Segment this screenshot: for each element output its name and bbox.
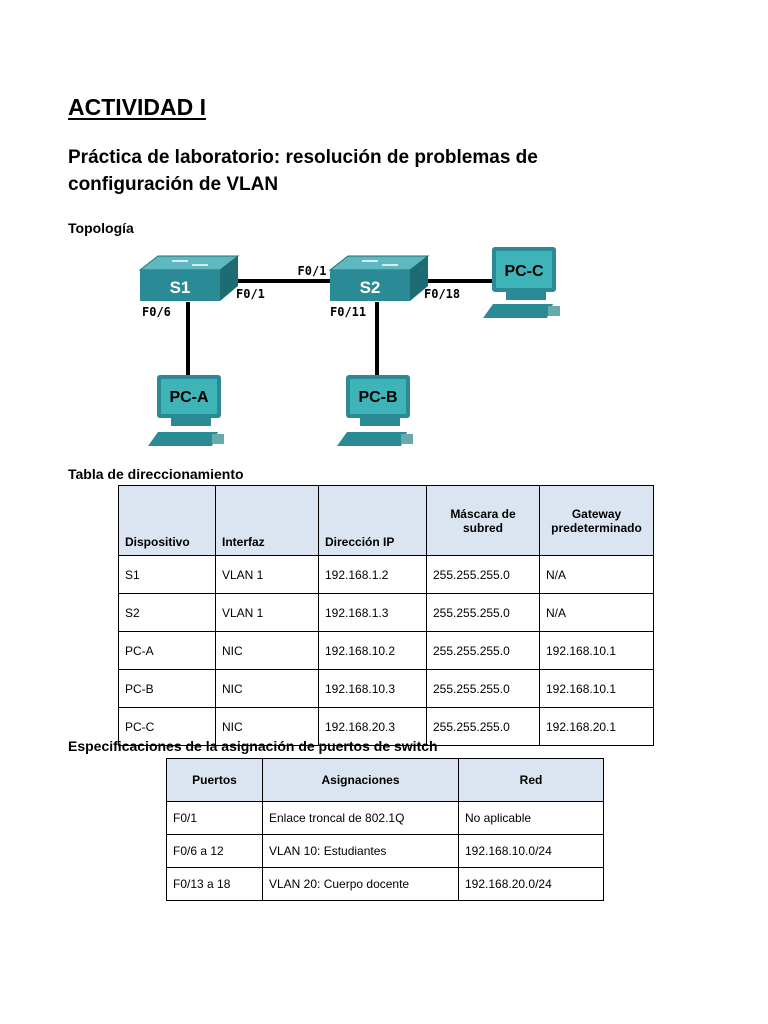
port-label-s2-f018: F0/18 [424,287,460,301]
pc-b-label: PC-B [358,389,397,406]
table-header-row: Puertos Asignaciones Red [166,758,604,802]
switch-s1-label: S1 [170,278,191,297]
table-cell: S2 [118,593,216,632]
table-cell: N/A [539,593,654,632]
table-cell: PC-A [118,631,216,670]
ports-heading: Especificaciones de la asignación de pue… [68,738,438,754]
table-cell: 255.255.255.0 [426,707,540,746]
table-cell: No aplicable [458,801,604,835]
pc-a-label: PC-A [169,389,209,406]
column-header: Máscara de subred [426,485,540,556]
table-cell: 255.255.255.0 [426,669,540,708]
column-header: Gateway predeterminado [539,485,654,556]
pc-b-icon: PC-B [337,375,413,446]
port-label-s1-f06: F0/6 [142,305,171,319]
column-header: Asignaciones [262,758,459,802]
table-cell: 192.168.20.3 [318,707,427,746]
table-cell: Enlace troncal de 802.1Q [262,801,459,835]
port-label-s1-f01: F0/1 [236,287,265,301]
table-cell: NIC [215,707,319,746]
column-header: Red [458,758,604,802]
table-header-row: Dispositivo Interfaz Dirección IP Máscar… [118,485,654,556]
table-cell: 192.168.20.0/24 [458,867,604,901]
table-cell: 255.255.255.0 [426,555,540,594]
pc-c-icon: PC-C [483,247,560,318]
column-header: Dispositivo [118,485,216,556]
lab-title: Práctica de laboratorio: resolución de p… [68,147,538,195]
table-cell: S1 [118,555,216,594]
table-cell: VLAN 1 [215,593,319,632]
table-row: PC-C NIC 192.168.20.3 255.255.255.0 192.… [118,707,654,746]
table-row: S2 VLAN 1 192.168.1.3 255.255.255.0 N/A [118,593,654,632]
table-cell: 192.168.1.2 [318,555,427,594]
pc-c-label: PC-C [504,263,544,280]
table-cell: 192.168.10.3 [318,669,427,708]
table-cell: N/A [539,555,654,594]
table-row: PC-A NIC 192.168.10.2 255.255.255.0 192.… [118,631,654,670]
column-header: Dirección IP [318,485,427,556]
page-title: ACTIVIDAD I [68,94,206,120]
table-cell: PC-B [118,669,216,708]
topology-diagram: S1 S2 PC-A PC-B PC-C F0/1 F0/1 [138,247,560,446]
switch-s1-icon: S1 [138,255,240,301]
table-cell: PC-C [118,707,216,746]
addressing-heading: Tabla de direccionamiento [68,466,244,482]
table-cell: 192.168.10.1 [539,669,654,708]
table-cell: NIC [215,669,319,708]
table-cell: 192.168.10.1 [539,631,654,670]
table-cell: 192.168.10.0/24 [458,834,604,868]
column-header: Interfaz [215,485,319,556]
table-cell: 192.168.20.1 [539,707,654,746]
port-label-s2-f011: F0/11 [330,305,366,319]
table-cell: VLAN 1 [215,555,319,594]
table-cell: 192.168.1.3 [318,593,427,632]
switch-s2-icon: S2 [328,255,430,301]
switch-s2-label: S2 [360,278,381,297]
table-row: F0/6 a 12 VLAN 10: Estudiantes 192.168.1… [166,834,604,868]
port-label-s2-f01: F0/1 [298,264,327,278]
table-row: F0/1 Enlace troncal de 802.1Q No aplicab… [166,801,604,835]
port-assignment-table: Puertos Asignaciones Red F0/1 Enlace tro… [166,758,604,901]
addressing-table: Dispositivo Interfaz Dirección IP Máscar… [118,485,654,746]
table-cell: 192.168.10.2 [318,631,427,670]
table-cell: NIC [215,631,319,670]
pc-a-icon: PC-A [148,375,224,446]
table-cell: F0/6 a 12 [166,834,263,868]
table-cell: VLAN 20: Cuerpo docente [262,867,459,901]
table-row: PC-B NIC 192.168.10.3 255.255.255.0 192.… [118,669,654,708]
table-cell: 255.255.255.0 [426,631,540,670]
table-cell: F0/13 a 18 [166,867,263,901]
topology-heading: Topología [68,220,134,236]
table-cell: 255.255.255.0 [426,593,540,632]
table-cell: VLAN 10: Estudiantes [262,834,459,868]
table-row: F0/13 a 18 VLAN 20: Cuerpo docente 192.1… [166,867,604,901]
table-cell: F0/1 [166,801,263,835]
column-header: Puertos [166,758,263,802]
table-row: S1 VLAN 1 192.168.1.2 255.255.255.0 N/A [118,555,654,594]
